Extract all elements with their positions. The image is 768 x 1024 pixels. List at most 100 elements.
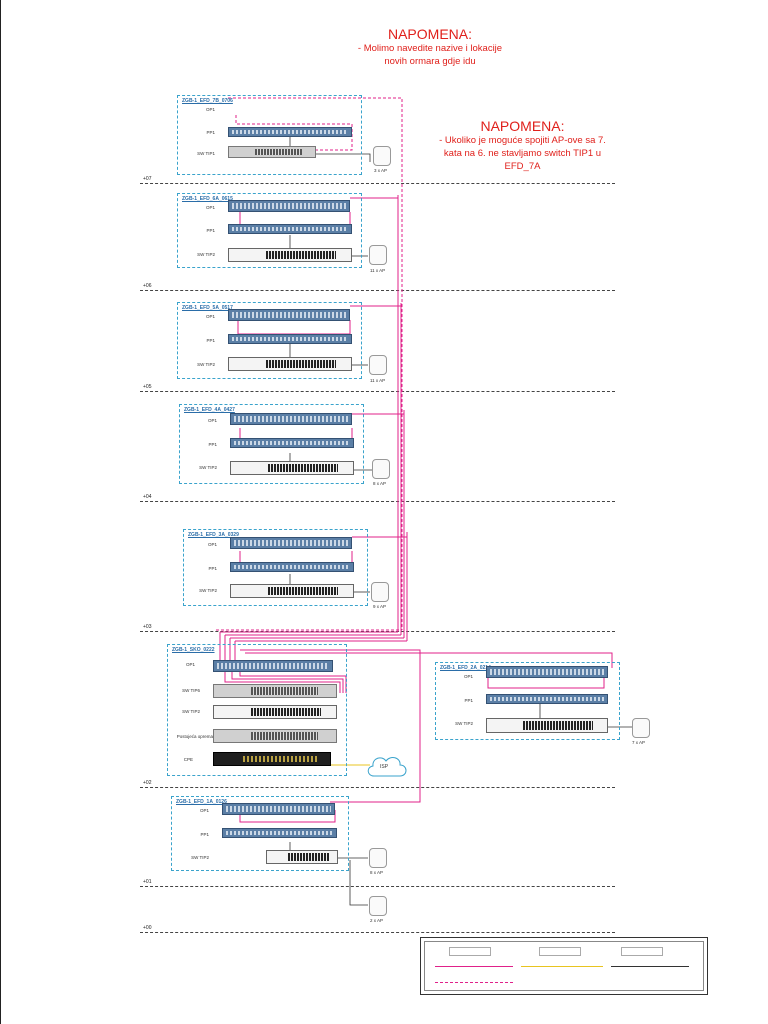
cabinet-floor-05: ZGB-1_EFD_5A_0517	[177, 302, 362, 379]
floor-label-05: +05	[143, 384, 152, 390]
note-right-line-1: - Ukoliko je moguće spojiti AP-ove sa 7.	[439, 135, 606, 146]
ap-count-01-a: 8 x AP	[370, 870, 384, 875]
optical-panel-op1-01	[222, 803, 335, 815]
cabinet-floor-03: ZGB-1_EFD_3A_0329	[183, 529, 368, 606]
isp-label: ISP	[380, 764, 389, 770]
note-top-heading: NAPOMENA:	[387, 26, 472, 42]
switch-tip2-06	[228, 248, 352, 262]
ap-count-05: 11 x AP	[370, 378, 386, 383]
floor-label-02: +02	[143, 780, 152, 786]
floor-line-07	[140, 183, 615, 184]
fiber-main-feed-1	[219, 631, 398, 664]
row-label-pp1-01: PP1	[200, 832, 209, 837]
row-label-sw-tip2-remote: SW TIP2	[455, 721, 473, 726]
access-point-icon-remote	[632, 718, 650, 738]
page-border	[0, 0, 1, 1024]
fiber-to-floor-01	[240, 649, 421, 803]
ap-count-01-b: 2 x AP	[370, 918, 384, 923]
row-label-sw-tip2-02: SW TIP2	[182, 709, 200, 714]
access-point-icon-07	[373, 146, 391, 166]
floor-line-06	[140, 290, 615, 291]
optical-panel-op1-02	[213, 660, 333, 672]
existing-equipment-02	[213, 729, 337, 743]
legend-box-utp	[621, 947, 663, 956]
isp-cloud-icon	[367, 757, 407, 777]
row-label-pp1-07: PP1	[206, 130, 215, 135]
floor-label-00: +00	[143, 925, 152, 931]
floor-label-06: +06	[143, 283, 152, 289]
optical-panel-op1-06	[228, 200, 350, 212]
floor-line-00	[140, 932, 615, 933]
cabinet-floor-07-title: ZGB-1_EFD_7B_0706	[182, 98, 233, 104]
access-point-icon-01-b	[369, 896, 387, 916]
row-label-cpe-02: CPE	[183, 757, 193, 762]
legend-box-fiber	[449, 947, 491, 956]
row-label-sw-tip2-04: SW TIP2	[199, 465, 217, 470]
switch-tip2-05	[228, 357, 352, 371]
note-top: NAPOMENA: - Molimo navedite nazive i lok…	[330, 26, 530, 68]
legend-line-fiber-planned	[435, 982, 513, 983]
fiber-dashed-floor-07	[235, 115, 353, 151]
cabinet-remote-efd-2a: ZGB-1_EFD_2A_0214	[435, 662, 620, 740]
fiber-to-remote-cabinet	[245, 652, 613, 668]
row-label-pp1-remote: PP1	[464, 698, 473, 703]
fiber-remote-patch	[487, 676, 605, 689]
access-point-icon-04	[372, 459, 390, 479]
row-label-op1-remote: OP1	[463, 674, 473, 679]
floor-line-02	[140, 787, 615, 788]
row-label-op1-04: OP1	[207, 418, 217, 423]
legend-box-copper	[539, 947, 581, 956]
ap-count-07: 3 x AP	[374, 168, 388, 173]
cabinet-floor-05-title: ZGB-1_EFD_5A_0517	[182, 305, 233, 311]
row-label-pp1-06: PP1	[206, 228, 215, 233]
optical-panel-op1-04	[230, 413, 352, 425]
floor-line-01	[140, 886, 615, 887]
legend-line-copper	[521, 966, 603, 967]
switch-tip2-01	[266, 850, 338, 864]
legend-line-utp	[611, 966, 689, 967]
row-label-op1-02: OP1	[185, 662, 195, 667]
fiber-main-feed-3	[229, 637, 404, 664]
row-label-op1-01: OP1	[199, 808, 209, 813]
cabinet-floor-06-title: ZGB-1_EFD_6A_0615	[182, 196, 233, 202]
access-point-icon-06	[369, 245, 387, 265]
row-label-sw-tip2-05: SW TIP2	[197, 362, 215, 367]
floor-label-04: +04	[143, 494, 152, 500]
row-label-op1-03: OP1	[207, 542, 217, 547]
row-label-sw-tip1-07: SW TIP1	[197, 151, 215, 156]
switch-tip2-remote	[486, 718, 608, 733]
patch-panel-pp1-06	[228, 224, 352, 234]
switch-tip2-02	[213, 705, 337, 719]
access-point-icon-01-a	[369, 848, 387, 868]
fiber-patch-tip6-1	[224, 672, 341, 693]
cabinet-remote-title: ZGB-1_EFD_2A_0214	[440, 665, 491, 671]
floor-line-05	[140, 391, 615, 392]
legend	[420, 937, 708, 995]
switch-tip6-02	[213, 684, 337, 698]
access-point-icon-03	[371, 582, 389, 602]
switch-tip2-04	[230, 461, 354, 475]
patch-panel-pp1-remote	[486, 694, 608, 704]
switch-tip2-03	[230, 584, 354, 598]
row-label-sw-tip2-01: SW TIP2	[191, 855, 209, 860]
patch-panel-pp1-01	[222, 828, 337, 838]
patch-panel-pp1-07	[228, 127, 352, 137]
note-right-line-2: kata na 6. ne stavljamo switch TIP1 u	[443, 148, 602, 159]
switch-tip1-07	[228, 146, 316, 158]
note-right: NAPOMENA: - Ukoliko je moguće spojiti AP…	[415, 118, 630, 173]
ap-count-03: 9 x AP	[373, 604, 387, 609]
optical-panel-op1-remote	[486, 666, 608, 678]
fiber-floor-01-patch	[239, 810, 336, 823]
row-label-op1-06: OP1	[205, 205, 215, 210]
cabinet-floor-04: ZGB-1_EFD_4A_0427	[179, 404, 364, 484]
patch-panel-pp1-03	[230, 562, 354, 572]
note-top-line-2: novih ormara gdje idu	[384, 56, 476, 67]
legend-inner	[424, 941, 704, 991]
floor-label-07: +07	[143, 176, 152, 182]
fiber-main-feed-2	[224, 634, 401, 664]
row-label-sw-tip2-06: SW TIP2	[197, 252, 215, 257]
floor-label-03: +03	[143, 624, 152, 630]
cpe-device-02	[213, 752, 331, 766]
access-point-icon-05	[369, 355, 387, 375]
